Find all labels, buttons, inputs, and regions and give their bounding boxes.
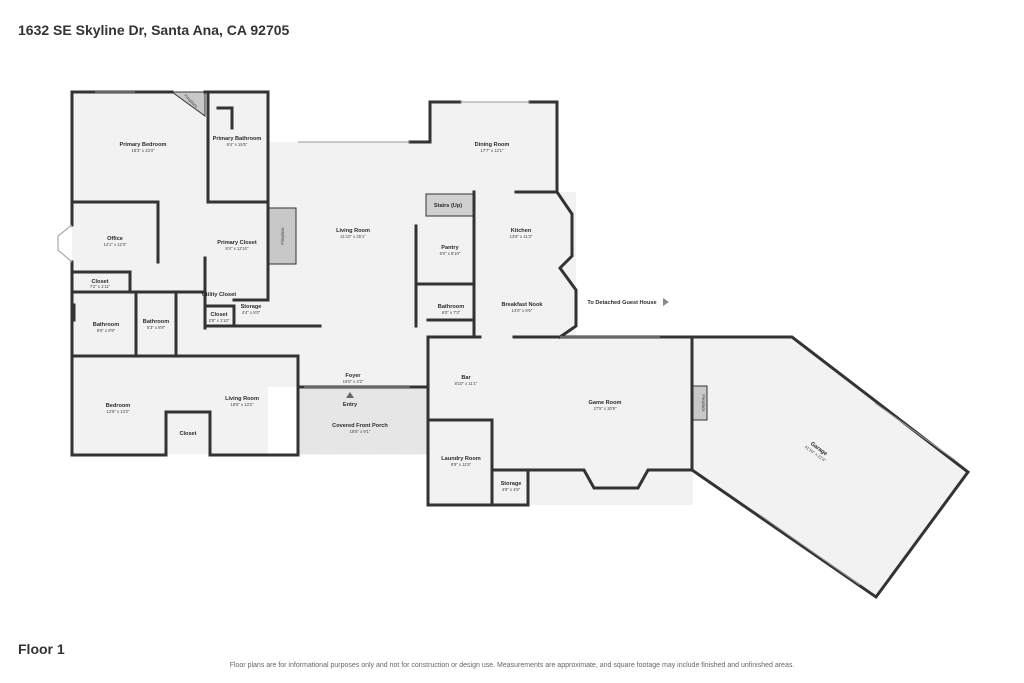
svg-text:Dining Room: Dining Room xyxy=(475,142,510,148)
svg-text:2'8" x 1'10": 2'8" x 1'10" xyxy=(209,318,230,323)
room-label-foyer: Foyer 18'0" x 4'2" xyxy=(343,373,364,384)
svg-text:14'0" x 8'6": 14'0" x 8'6" xyxy=(512,308,533,313)
floor-label: Floor 1 xyxy=(18,641,65,657)
svg-text:Living Room: Living Room xyxy=(336,228,370,234)
svg-text:Closet: Closet xyxy=(91,279,108,285)
svg-text:Living Room: Living Room xyxy=(225,396,259,402)
svg-text:Storage: Storage xyxy=(241,304,262,310)
room-label-dining-room: Dining Room 17'7" x 12'1" xyxy=(475,142,510,153)
room-label-primary-bedroom: Primary Bedroom 18'3" x 23'3" xyxy=(120,142,167,153)
svg-text:8'4" x 12'10": 8'4" x 12'10" xyxy=(226,246,249,251)
svg-text:Stairs (Up): Stairs (Up) xyxy=(434,203,462,209)
svg-text:8'4" x 15'5": 8'4" x 15'5" xyxy=(227,142,248,147)
room-label-breakfast-nook: Breakfast Nook 14'0" x 8'6" xyxy=(501,302,543,313)
svg-text:Primary Bathroom: Primary Bathroom xyxy=(213,136,262,142)
svg-text:Closet: Closet xyxy=(179,431,196,437)
svg-text:Game Room: Game Room xyxy=(589,400,622,406)
svg-text:Bathroom: Bathroom xyxy=(438,304,464,310)
fireplace-shapes xyxy=(170,91,708,421)
svg-text:21'10" x 25'1": 21'10" x 25'1" xyxy=(340,234,366,239)
window-marks xyxy=(57,91,956,586)
room-label-living-room-west: Living Room 18'8" x 13'2" xyxy=(225,396,259,407)
svg-text:8'10" x 11'1": 8'10" x 11'1" xyxy=(455,381,478,386)
svg-text:Primary Bedroom: Primary Bedroom xyxy=(120,142,167,148)
fireplace-label-living-room: Fireplace xyxy=(280,227,285,245)
svg-text:To Detached Guest House: To Detached Guest House xyxy=(587,300,656,306)
room-label-storage-east: Storage 4'9" x 4'5" xyxy=(501,481,522,492)
room-label-entry: Entry xyxy=(343,402,358,408)
room-label-pantry: Pantry 6'0" x 8'10" xyxy=(440,245,461,256)
svg-text:8'9" x 11'5": 8'9" x 11'5" xyxy=(451,462,472,467)
svg-text:18'3" x 23'3": 18'3" x 23'3" xyxy=(132,148,155,153)
svg-text:18'5" x 9'1": 18'5" x 9'1" xyxy=(350,429,371,434)
room-label-bathroom-mid: Bathroom 5'3" x 8'8" xyxy=(143,319,169,330)
disclaimer-text: Floor plans are for informational purpos… xyxy=(229,662,795,669)
room-label-office: Office 14'1" x 12'3" xyxy=(104,236,127,247)
svg-text:4'4" x 5'0": 4'4" x 5'0" xyxy=(242,310,261,315)
svg-text:7'2" x 1'11": 7'2" x 1'11" xyxy=(90,284,111,289)
room-label-closet-office: Closet 7'2" x 1'11" xyxy=(90,279,111,289)
svg-text:Utility Closet: Utility Closet xyxy=(202,292,236,298)
svg-text:27'5" x 20'9": 27'5" x 20'9" xyxy=(594,406,617,411)
svg-text:13'8" x 11'3": 13'8" x 11'3" xyxy=(510,234,533,239)
svg-text:Laundry Room: Laundry Room xyxy=(441,456,480,462)
svg-text:Storage: Storage xyxy=(501,481,522,487)
floor-fill xyxy=(72,92,968,597)
svg-text:Entry: Entry xyxy=(343,402,358,408)
svg-text:Breakfast Nook: Breakfast Nook xyxy=(501,302,543,308)
room-label-stairs: Stairs (Up) xyxy=(434,203,462,209)
room-label-living-room: Living Room 21'10" x 25'1" xyxy=(336,228,370,239)
svg-text:Bathroom: Bathroom xyxy=(93,322,119,328)
room-label-bathroom-west: Bathroom 8'6" x 8'9" xyxy=(93,322,119,333)
walls xyxy=(70,90,971,600)
room-label-bedroom: Bedroom 12'8" x 13'2" xyxy=(106,403,131,414)
svg-text:Kitchen: Kitchen xyxy=(511,228,532,234)
room-label-closet-small: Closet 2'8" x 1'10" xyxy=(209,312,230,323)
room-label-bar: Bar 8'10" x 11'1" xyxy=(455,375,478,386)
porch-area xyxy=(298,387,428,455)
svg-text:Bar: Bar xyxy=(461,375,471,381)
svg-text:6'0" x 7'3": 6'0" x 7'3" xyxy=(442,310,461,315)
guest-house-arrow-icon xyxy=(663,298,669,306)
room-label-closet-bedroom: Closet xyxy=(179,431,196,437)
svg-text:8'6" x 8'9": 8'6" x 8'9" xyxy=(97,328,116,333)
room-label-storage-west: Storage 4'4" x 5'0" xyxy=(241,304,262,315)
svg-text:4'9" x 4'5": 4'9" x 4'5" xyxy=(502,487,521,492)
svg-text:Foyer: Foyer xyxy=(345,373,361,379)
svg-text:Pantry: Pantry xyxy=(441,245,459,251)
svg-text:6'0" x 8'10": 6'0" x 8'10" xyxy=(440,251,461,256)
fireplace-label-garage: Fireplace xyxy=(701,394,706,412)
room-label-utility-closet: Utility Closet xyxy=(202,292,236,298)
entry-arrow-icon xyxy=(346,392,354,398)
svg-text:18'0" x 4'2": 18'0" x 4'2" xyxy=(343,379,364,384)
room-label-kitchen: Kitchen 13'8" x 11'3" xyxy=(510,228,533,239)
svg-text:17'7" x 12'1": 17'7" x 12'1" xyxy=(481,148,504,153)
svg-text:Bathroom: Bathroom xyxy=(143,319,169,325)
room-label-porch: Covered Front Porch 18'5" x 9'1" xyxy=(332,423,388,434)
guest-house-annotation: To Detached Guest House xyxy=(587,298,669,306)
svg-text:Covered Front Porch: Covered Front Porch xyxy=(332,423,388,429)
svg-text:12'8" x 13'2": 12'8" x 13'2" xyxy=(107,409,130,414)
room-label-game-room: Game Room 27'5" x 20'9" xyxy=(589,400,622,411)
room-label-bathroom-east: Bathroom 6'0" x 7'3" xyxy=(438,304,464,315)
svg-text:18'8" x 13'2": 18'8" x 13'2" xyxy=(231,402,254,407)
svg-text:Office: Office xyxy=(107,236,123,242)
svg-text:Bedroom: Bedroom xyxy=(106,403,131,409)
room-label-primary-bathroom: Primary Bathroom 8'4" x 15'5" xyxy=(213,136,262,147)
address-title: 1632 SE Skyline Dr, Santa Ana, CA 92705 xyxy=(18,22,290,38)
svg-text:Primary Closet: Primary Closet xyxy=(217,240,257,246)
svg-text:Closet: Closet xyxy=(210,312,227,318)
room-label-primary-closet: Primary Closet 8'4" x 12'10" xyxy=(217,240,257,251)
room-label-laundry-room: Laundry Room 8'9" x 11'5" xyxy=(441,456,480,467)
svg-text:14'1" x 12'3": 14'1" x 12'3" xyxy=(104,242,127,247)
svg-text:5'3" x 8'8": 5'3" x 8'8" xyxy=(147,325,166,330)
